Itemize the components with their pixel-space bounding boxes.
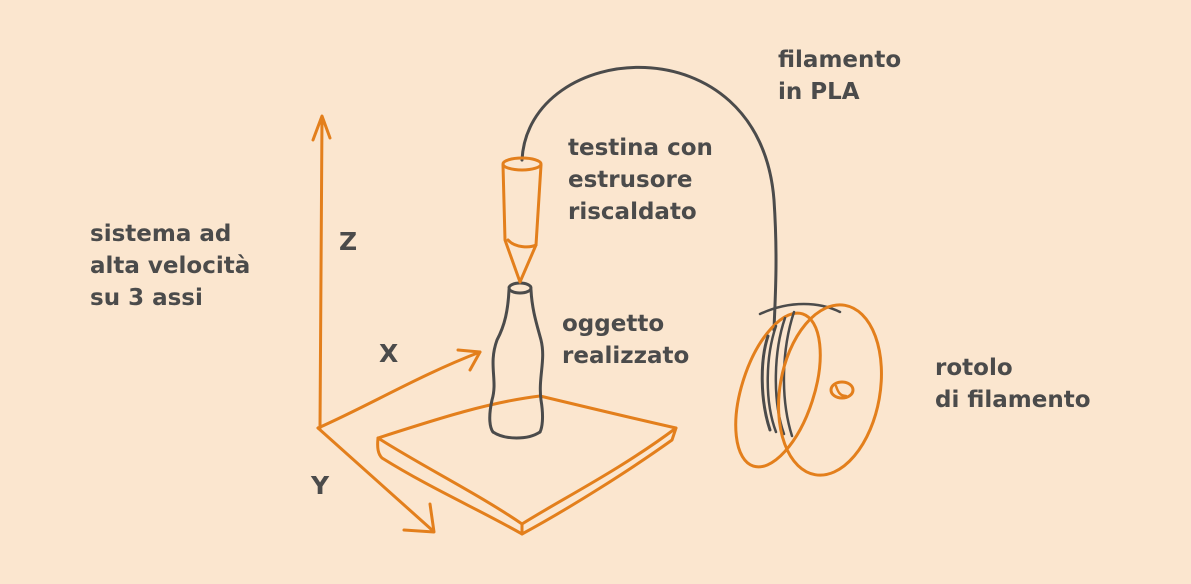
head-label: testina con estrusore riscaldato bbox=[568, 132, 713, 228]
filament-label-line-2: in PLA bbox=[778, 79, 860, 105]
y-arrow-head bbox=[402, 502, 436, 534]
head-label-line-2: estrusore bbox=[568, 167, 693, 193]
object-label-line-1: oggetto bbox=[562, 311, 665, 337]
y-axis-label: Y bbox=[311, 471, 330, 500]
spool-label-line-1: rotolo bbox=[935, 355, 1013, 381]
printed-object bbox=[488, 281, 545, 440]
system-label-line-2: alta velocità bbox=[90, 253, 251, 279]
x-axis-line bbox=[316, 350, 482, 430]
object-label: oggetto realizzato bbox=[562, 308, 689, 372]
head-label-line-1: testina con bbox=[568, 135, 713, 161]
system-label: sistema ad alta velocità su 3 assi bbox=[90, 218, 250, 314]
spool-label: rotolo di filamento bbox=[935, 352, 1091, 416]
x-axis-label: X bbox=[379, 339, 399, 368]
y-axis-line bbox=[316, 426, 434, 532]
filament-spool bbox=[734, 302, 883, 477]
object-label-line-2: realizzato bbox=[562, 343, 690, 369]
system-label-line-3: su 3 assi bbox=[90, 285, 203, 311]
filament-label: filamento in PLA bbox=[778, 44, 901, 108]
head-label-line-3: riscaldato bbox=[568, 199, 697, 225]
z-axis-label: Z bbox=[339, 227, 358, 256]
extruder-head bbox=[501, 156, 543, 284]
x-arrow-head bbox=[456, 348, 482, 372]
spool-label-line-2: di filamento bbox=[935, 387, 1091, 413]
filament-label-line-1: filamento bbox=[778, 47, 902, 73]
print-bed bbox=[376, 394, 678, 536]
system-label-line-1: sistema ad bbox=[90, 221, 232, 247]
z-arrow-head bbox=[311, 114, 332, 142]
filament-line bbox=[520, 66, 778, 332]
z-axis-line bbox=[318, 116, 324, 430]
axes-arrows bbox=[311, 114, 482, 534]
